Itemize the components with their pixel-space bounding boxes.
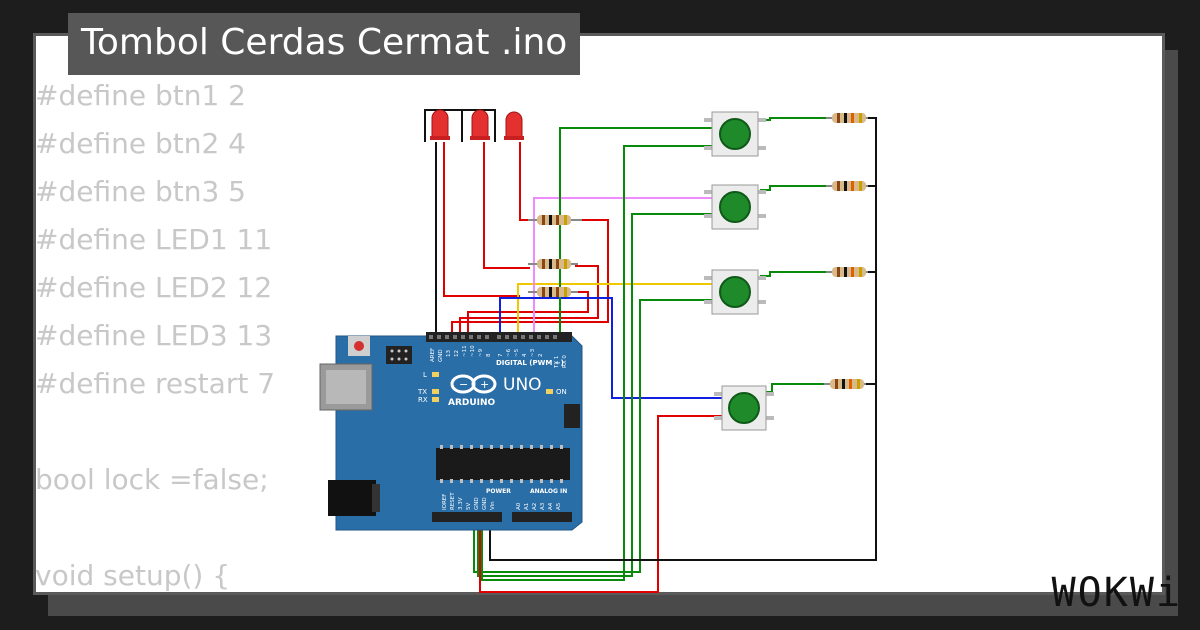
board-brand: ARDUINO (448, 398, 496, 408)
resistor-icon[interactable] (528, 215, 582, 225)
pin-label: 5V (466, 503, 472, 510)
pin-label: ~9 (478, 348, 484, 357)
pin-label: ~5 (514, 348, 520, 357)
pin-label: 8 (486, 353, 492, 357)
pin-label: RX 0 (562, 355, 568, 368)
pin-label: TX 1 (554, 356, 560, 369)
led-icon[interactable] (430, 109, 450, 140)
pin-label: Vin (490, 501, 496, 510)
code-line: #define LED3 13 (35, 319, 273, 352)
arduino-infinity-logo-icon (450, 374, 497, 394)
pin-label: AREF (430, 348, 436, 362)
code-line: #define btn3 5 (35, 175, 246, 208)
analog-header-label: ANALOG IN (530, 488, 567, 495)
svg-text:−: − (459, 378, 468, 391)
pin-label: 13 (446, 350, 452, 357)
rx-label: RX (418, 396, 428, 404)
digital-header-label: DIGITAL (PWM ~) (496, 359, 564, 367)
pin-label: GND (482, 497, 488, 510)
pin-label: IOREF (442, 494, 448, 510)
pin-label: 12 (454, 350, 460, 357)
on-label: ON (556, 388, 567, 396)
pin-label: 3.3V (458, 497, 464, 510)
wokwi-logo[interactable]: WOKWi (1051, 570, 1182, 616)
code-line: #define btn1 2 (35, 79, 246, 112)
pin-label: A2 (532, 503, 538, 510)
analog-pin-labels: A0 A1 A2 A3 A4 A5 (516, 502, 562, 510)
code-line: #define LED1 11 (35, 223, 273, 256)
pin-label: A0 (516, 502, 522, 510)
code-line: #define btn2 4 (35, 127, 246, 160)
power-pin-labels: IOREF RESET 3.3V 5V GND GND Vin (442, 492, 496, 510)
pin-label: A4 (548, 502, 554, 510)
pin-label: ~6 (506, 348, 512, 357)
reset-button-icon[interactable] (354, 341, 364, 351)
resistor-icon[interactable] (528, 287, 578, 297)
digital-pin-labels: AREF GND 13 12 ~11 ~10 ~9 8 7 ~6 ~5 4 ~3… (430, 345, 568, 369)
pin-label: A3 (540, 502, 546, 510)
power-header-label: POWER (486, 488, 511, 495)
code-preview: #define btn1 2 #define btn2 4 #define bt… (35, 72, 275, 598)
resistor-icon[interactable] (826, 113, 868, 123)
pushbutton-icon[interactable] (704, 269, 766, 315)
pin-label: A1 (524, 503, 530, 510)
code-line: void setup() { (35, 559, 231, 592)
pin-label: ~10 (470, 345, 476, 357)
code-line: #define restart 7 (35, 367, 276, 400)
pin-label: 2 (538, 354, 544, 358)
svg-text:+: + (480, 378, 489, 391)
code-line: #define LED2 12 (35, 271, 273, 304)
l-label: L (423, 371, 427, 379)
project-title[interactable]: Tombol Cerdas Cermat .ino (68, 13, 581, 75)
pushbutton-icon[interactable] (704, 184, 766, 230)
pin-label: GND (474, 497, 480, 510)
pushbutton-icon[interactable] (704, 111, 766, 157)
board-model: UNO (503, 375, 542, 395)
pin-label: ~11 (462, 345, 468, 357)
pin-label: 7 (498, 353, 504, 357)
pin-label: 4 (522, 353, 528, 357)
code-line: bool lock =false; (35, 463, 269, 496)
resistor-icon[interactable] (826, 181, 868, 191)
pin-label: GND (438, 349, 444, 362)
resistor-icon[interactable] (824, 379, 866, 389)
arduino-uno-board[interactable]: − + UNO ARDUINO DIGITAL (PWM ~) ON L TX … (319, 332, 583, 531)
pin-label: ~3 (530, 348, 536, 357)
resistor-icon[interactable] (826, 267, 868, 277)
pin-label: RESET (450, 492, 456, 510)
power-jack-icon (328, 480, 376, 516)
pin-label: A5 (556, 502, 562, 510)
tx-label: TX (417, 388, 427, 396)
pushbutton-icon[interactable] (714, 385, 774, 431)
led-icon[interactable] (504, 111, 524, 140)
resistor-icon[interactable] (528, 259, 578, 269)
led-icon[interactable] (470, 109, 490, 140)
